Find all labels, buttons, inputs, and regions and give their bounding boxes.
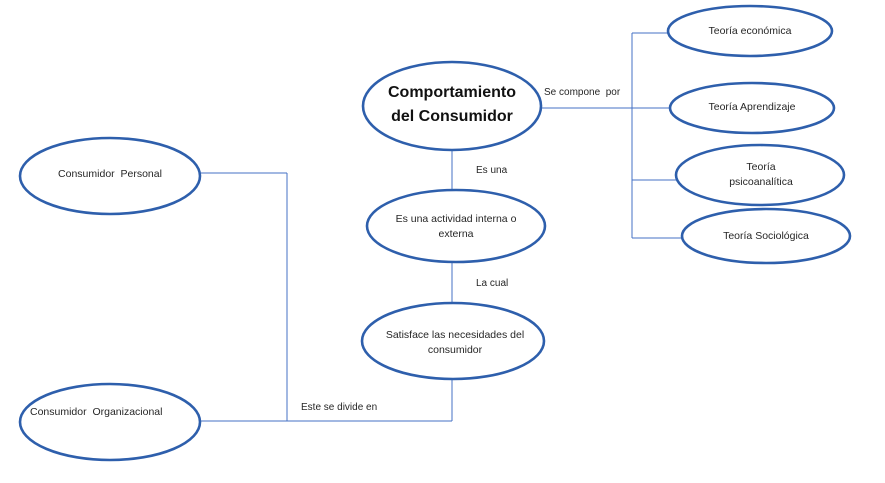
node-consumidor-organizacional-label: Consumidor Organizacional [30,405,163,418]
node-main-shape [361,60,543,152]
node-teoria-sociologica: Teoría Sociológica [696,227,836,245]
node-teoria-economica-label: Teoría económica [708,24,792,37]
node-teoria-sociologica-label: Teoría Sociológica [723,229,809,242]
node-actividad-label: Es una actividad interna o externa [395,213,517,240]
node-teoria-aprendizaje-label: Teoría Aprendizaje [708,100,796,113]
edge-label-se-compone-por: Se compone por [544,87,621,98]
node-teoria-aprendizaje: Teoría Aprendizaje [682,98,822,116]
node-satisface-shape [360,301,546,381]
node-consumidor-organizacional: Consumidor Organizacional [30,403,200,421]
node-actividad-shape [365,188,547,264]
connectors [200,32,683,422]
edge-label-la-cual: La cual [476,278,509,289]
node-satisface-label: Satisface las necesidades del consumidor [385,329,525,356]
node-main-label: Comportamiento del Consumidor [388,84,516,125]
node-teoria-economica: Teoría económica [680,22,820,40]
node-teoria-economica-shape [666,4,834,58]
node-consumidor-personal-shape [18,136,202,216]
edge-label-este-se-divide-en: Este se divide en [301,402,378,413]
node-teoria-psicoanalitica-shape [674,143,846,207]
node-actividad: Es una actividad interna o externa [383,210,529,244]
node-consumidor-personal: Consumidor Personal [40,165,180,183]
node-consumidor-personal-label: Consumidor Personal [58,167,162,180]
node-teoria-sociologica-shape [680,207,852,265]
node-consumidor-organizacional-shape [18,382,202,462]
node-teoria-psicoanalitica: Teoría psicoanalítica [715,157,807,193]
node-teoria-psicoanalitica-label: Teoría psicoanalítica [729,161,793,188]
nodes [18,4,852,462]
node-teoria-aprendizaje-shape [668,81,836,135]
node-satisface: Satisface las necesidades del consumidor [381,326,529,360]
edge-label-es-una: Es una [476,165,508,176]
node-main: Comportamiento del Consumidor [375,76,529,134]
